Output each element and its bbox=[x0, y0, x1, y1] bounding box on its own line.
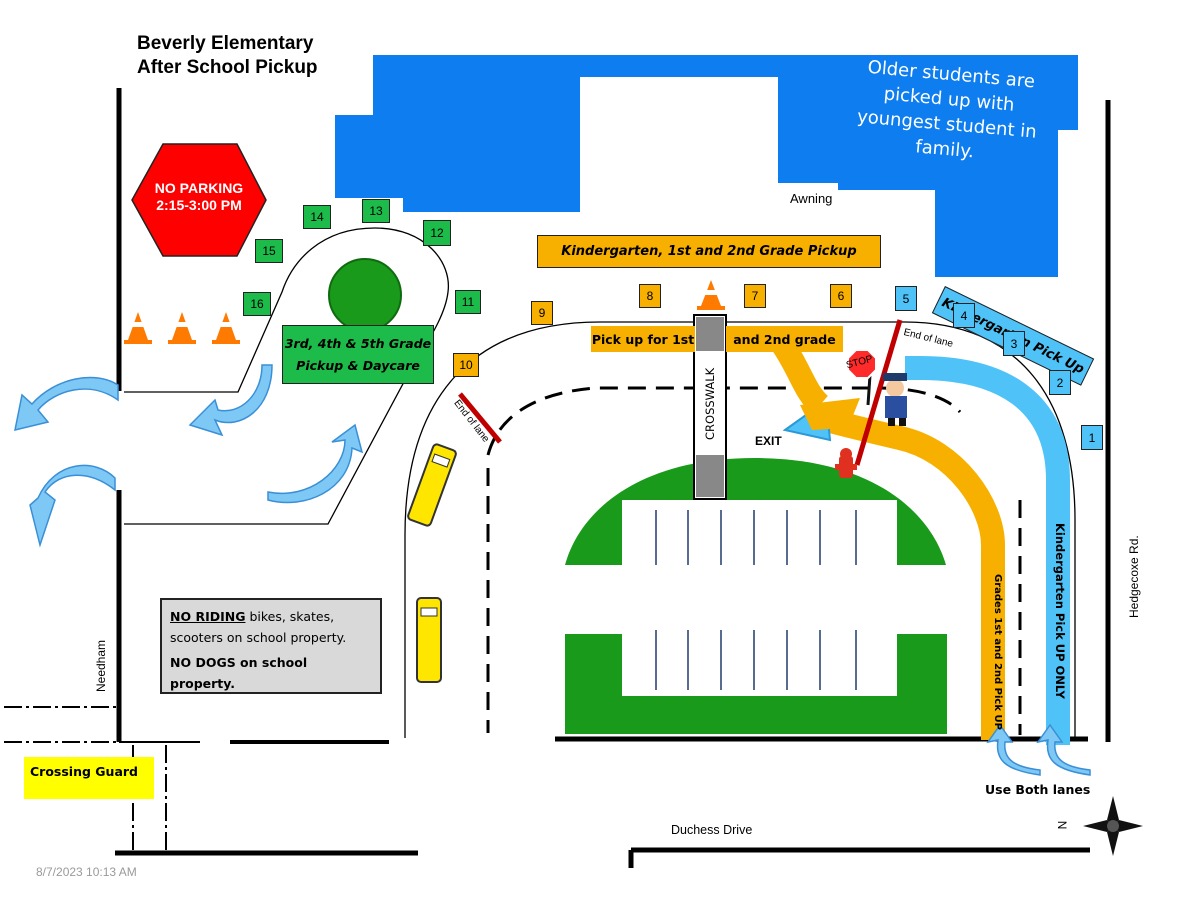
no-riding-label: NO RIDING bbox=[170, 609, 246, 624]
hedgecoxe-road-label: Hedgecoxe Rd. bbox=[1127, 535, 1141, 618]
kindergarten-lane-label: Kindergarten Pick UP ONLY bbox=[1053, 523, 1067, 699]
crosswalk bbox=[693, 314, 727, 500]
pickup-spot-1: 1 bbox=[1081, 425, 1103, 450]
traffic-cones bbox=[124, 280, 725, 344]
pickup-spot-13: 13 bbox=[362, 199, 390, 223]
awning-label: Awning bbox=[790, 191, 833, 206]
compass-north-label: N bbox=[1055, 820, 1070, 830]
grades-345-line-2: Pickup & Daycare bbox=[296, 357, 420, 373]
grades-345-banner: 3rd, 4th & 5th Grade Pickup & Daycare bbox=[282, 325, 434, 384]
pickup-spot-15: 15 bbox=[255, 239, 283, 263]
compass-icon bbox=[1083, 796, 1143, 856]
older-students-note: Older students are picked up with younge… bbox=[856, 56, 1038, 163]
use-both-lanes-arrows bbox=[986, 723, 1091, 776]
no-riding-rule: NO RIDING bikes, skates, scooters on sch… bbox=[170, 606, 372, 648]
crossing-guard-box: Crossing Guard bbox=[24, 757, 154, 799]
pickup-spot-16: 16 bbox=[243, 292, 271, 316]
end-of-lane-marker-left bbox=[458, 392, 502, 444]
parking-lot bbox=[565, 458, 947, 734]
pickup-spot-14: 14 bbox=[303, 205, 331, 229]
pickup-1st-banner: Pick up for 1st bbox=[591, 326, 695, 352]
school-bus-icon-2 bbox=[416, 597, 442, 683]
no-riding-text: bikes, skates, scooters on school proper… bbox=[170, 609, 347, 645]
pickup-spot-10: 10 bbox=[453, 353, 479, 377]
pickup-spot-9: 9 bbox=[531, 301, 553, 325]
pickup-spot-4: 4 bbox=[953, 303, 975, 328]
title-line-1: Beverly Elementary bbox=[137, 33, 314, 54]
grades-arrowhead bbox=[800, 398, 860, 430]
crosswalk-label: CROSSWALK bbox=[703, 367, 717, 440]
no-parking-line-1: NO PARKING bbox=[154, 180, 244, 196]
parking-loop bbox=[404, 321, 1076, 738]
needham-road-label: Needham bbox=[94, 639, 108, 692]
pickup-spot-8: 8 bbox=[639, 284, 661, 308]
crossing-guard-icon bbox=[847, 349, 907, 426]
pickup-spot-2: 2 bbox=[1049, 370, 1071, 395]
no-parking-line-2: 2:15-3:00 PM bbox=[156, 197, 242, 213]
pickup-spot-11: 11 bbox=[455, 290, 481, 314]
kindergarten-lane-arrow bbox=[905, 356, 1070, 745]
school-building bbox=[335, 55, 1078, 277]
end-of-lane-marker-right bbox=[854, 319, 903, 466]
pickup-spot-7: 7 bbox=[744, 284, 766, 308]
use-both-lanes-label: Use Both lanes bbox=[985, 782, 1091, 797]
fire-hydrant-icon bbox=[835, 448, 857, 478]
pickup-spot-3: 3 bbox=[1003, 331, 1025, 356]
no-parking-sign bbox=[131, 143, 267, 257]
pickup-spot-5: 5 bbox=[895, 286, 917, 311]
pickup-spot-6: 6 bbox=[830, 284, 852, 308]
rules-box: NO RIDING bikes, skates, scooters on sch… bbox=[160, 598, 382, 694]
k12-pickup-banner: Kindergarten, 1st and 2nd Grade Pickup bbox=[537, 235, 881, 268]
round-tree bbox=[328, 258, 402, 332]
timestamp: 8/7/2023 10:13 AM bbox=[36, 865, 137, 879]
title-line-2: After School Pickup bbox=[137, 57, 318, 78]
no-parking-text: NO PARKING 2:15-3:00 PM bbox=[132, 180, 266, 214]
pickup-2nd-banner: and 2nd grade bbox=[726, 326, 843, 352]
pickup-spot-12: 12 bbox=[423, 220, 451, 246]
no-dogs-rule: NO DOGS on school property. bbox=[170, 655, 308, 691]
grades-lane-label: Grades 1st and 2nd Pick UP bbox=[992, 574, 1003, 730]
map-title: Beverly Elementary After School Pickup bbox=[137, 32, 318, 80]
duchess-drive-label: Duchess Drive bbox=[671, 823, 753, 837]
exit-label: EXIT bbox=[755, 434, 782, 448]
traffic-flow-arrows bbox=[14, 364, 364, 548]
school-bus-icon bbox=[407, 443, 457, 527]
grades-345-line-1: 3rd, 4th & 5th Grade bbox=[284, 335, 432, 351]
